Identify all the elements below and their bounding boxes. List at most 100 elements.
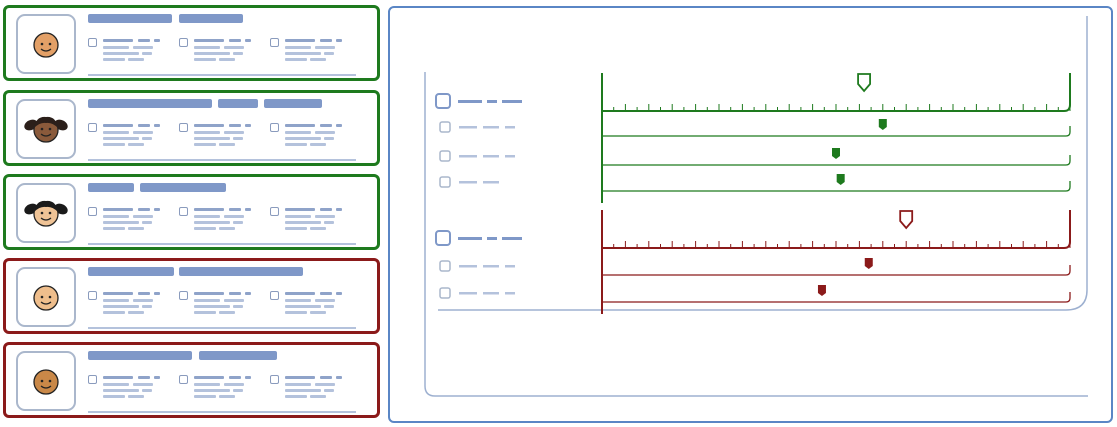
text-placeholder bbox=[194, 46, 220, 49]
group-marker[interactable] bbox=[857, 73, 871, 93]
text-placeholder bbox=[103, 58, 125, 61]
text-placeholder bbox=[285, 58, 307, 61]
text-placeholder bbox=[336, 39, 342, 42]
text-placeholder bbox=[103, 383, 129, 386]
label-placeholder bbox=[459, 126, 477, 129]
option-checkbox[interactable] bbox=[270, 207, 279, 216]
group-checkbox[interactable] bbox=[435, 93, 451, 109]
text-placeholder bbox=[324, 389, 334, 392]
text-placeholder bbox=[194, 221, 230, 224]
text-placeholder bbox=[194, 39, 224, 42]
person-card[interactable] bbox=[3, 342, 380, 418]
text-placeholder bbox=[194, 383, 220, 386]
text-placeholder bbox=[285, 376, 315, 379]
text-placeholder bbox=[103, 376, 133, 379]
option-checkbox[interactable] bbox=[270, 123, 279, 132]
item-marker[interactable] bbox=[832, 148, 840, 159]
text-placeholder bbox=[285, 221, 321, 224]
label-placeholder bbox=[483, 292, 499, 295]
text-placeholder bbox=[154, 376, 160, 379]
option-checkbox[interactable] bbox=[179, 375, 188, 384]
text-placeholder bbox=[154, 39, 160, 42]
item-scale bbox=[602, 126, 1071, 137]
item-marker[interactable] bbox=[878, 119, 887, 130]
item-scale bbox=[602, 181, 1071, 192]
text-placeholder bbox=[285, 383, 311, 386]
item-checkbox[interactable] bbox=[439, 150, 451, 162]
person-card[interactable] bbox=[3, 90, 380, 166]
item-marker[interactable] bbox=[864, 258, 873, 269]
text-placeholder bbox=[336, 208, 342, 211]
text-placeholder bbox=[194, 299, 220, 302]
label-placeholder bbox=[483, 126, 499, 129]
face-pigtails-icon bbox=[24, 116, 68, 143]
text-placeholder bbox=[285, 311, 307, 314]
text-placeholder bbox=[285, 395, 307, 398]
name-placeholder bbox=[140, 183, 226, 192]
text-placeholder bbox=[233, 305, 243, 308]
text-placeholder bbox=[245, 124, 251, 127]
text-placeholder bbox=[285, 137, 321, 140]
text-placeholder bbox=[128, 143, 144, 146]
text-placeholder bbox=[310, 143, 326, 146]
label-placeholder bbox=[483, 265, 499, 268]
divider bbox=[88, 159, 356, 161]
name-placeholder bbox=[264, 99, 322, 108]
text-placeholder bbox=[103, 52, 139, 55]
text-placeholder bbox=[324, 221, 334, 224]
person-card[interactable] bbox=[3, 258, 380, 334]
person-card[interactable] bbox=[3, 5, 380, 81]
item-marker[interactable] bbox=[836, 174, 845, 185]
item-marker[interactable] bbox=[817, 285, 826, 296]
label-placeholder bbox=[459, 155, 477, 158]
option-checkbox[interactable] bbox=[270, 291, 279, 300]
text-placeholder bbox=[320, 292, 332, 295]
option-checkbox[interactable] bbox=[179, 207, 188, 216]
scale-diagram bbox=[424, 16, 1088, 397]
avatar bbox=[16, 183, 76, 243]
group-checkbox[interactable] bbox=[435, 230, 451, 246]
text-placeholder bbox=[310, 227, 326, 230]
option-checkbox[interactable] bbox=[88, 375, 97, 384]
option-checkbox[interactable] bbox=[179, 123, 188, 132]
option-checkbox[interactable] bbox=[88, 38, 97, 47]
text-placeholder bbox=[320, 39, 332, 42]
text-placeholder bbox=[128, 311, 144, 314]
person-card[interactable] bbox=[3, 174, 380, 250]
text-placeholder bbox=[128, 227, 144, 230]
text-placeholder bbox=[103, 299, 129, 302]
text-placeholder bbox=[224, 215, 244, 218]
option-checkbox[interactable] bbox=[88, 123, 97, 132]
inner-frame bbox=[424, 72, 1088, 397]
text-placeholder bbox=[103, 124, 133, 127]
text-placeholder bbox=[194, 52, 230, 55]
label-placeholder bbox=[487, 237, 497, 240]
text-placeholder bbox=[133, 383, 153, 386]
item-checkbox[interactable] bbox=[439, 287, 451, 299]
option-checkbox[interactable] bbox=[179, 38, 188, 47]
item-checkbox[interactable] bbox=[439, 121, 451, 133]
text-placeholder bbox=[315, 383, 335, 386]
text-placeholder bbox=[320, 376, 332, 379]
text-placeholder bbox=[324, 137, 334, 140]
text-placeholder bbox=[103, 137, 139, 140]
avatar bbox=[16, 267, 76, 327]
option-checkbox[interactable] bbox=[88, 291, 97, 300]
text-placeholder bbox=[194, 137, 230, 140]
text-placeholder bbox=[154, 292, 160, 295]
text-placeholder bbox=[194, 305, 230, 308]
name-placeholder bbox=[88, 267, 174, 276]
item-checkbox[interactable] bbox=[439, 260, 451, 272]
text-placeholder bbox=[194, 143, 216, 146]
option-checkbox[interactable] bbox=[270, 375, 279, 384]
option-checkbox[interactable] bbox=[270, 38, 279, 47]
option-checkbox[interactable] bbox=[179, 291, 188, 300]
option-checkbox[interactable] bbox=[88, 207, 97, 216]
comparison-panel bbox=[388, 6, 1113, 423]
item-checkbox[interactable] bbox=[439, 176, 451, 188]
group-marker[interactable] bbox=[899, 210, 914, 230]
text-placeholder bbox=[103, 46, 129, 49]
label-placeholder bbox=[458, 100, 482, 103]
text-placeholder bbox=[128, 58, 144, 61]
text-placeholder bbox=[138, 124, 150, 127]
